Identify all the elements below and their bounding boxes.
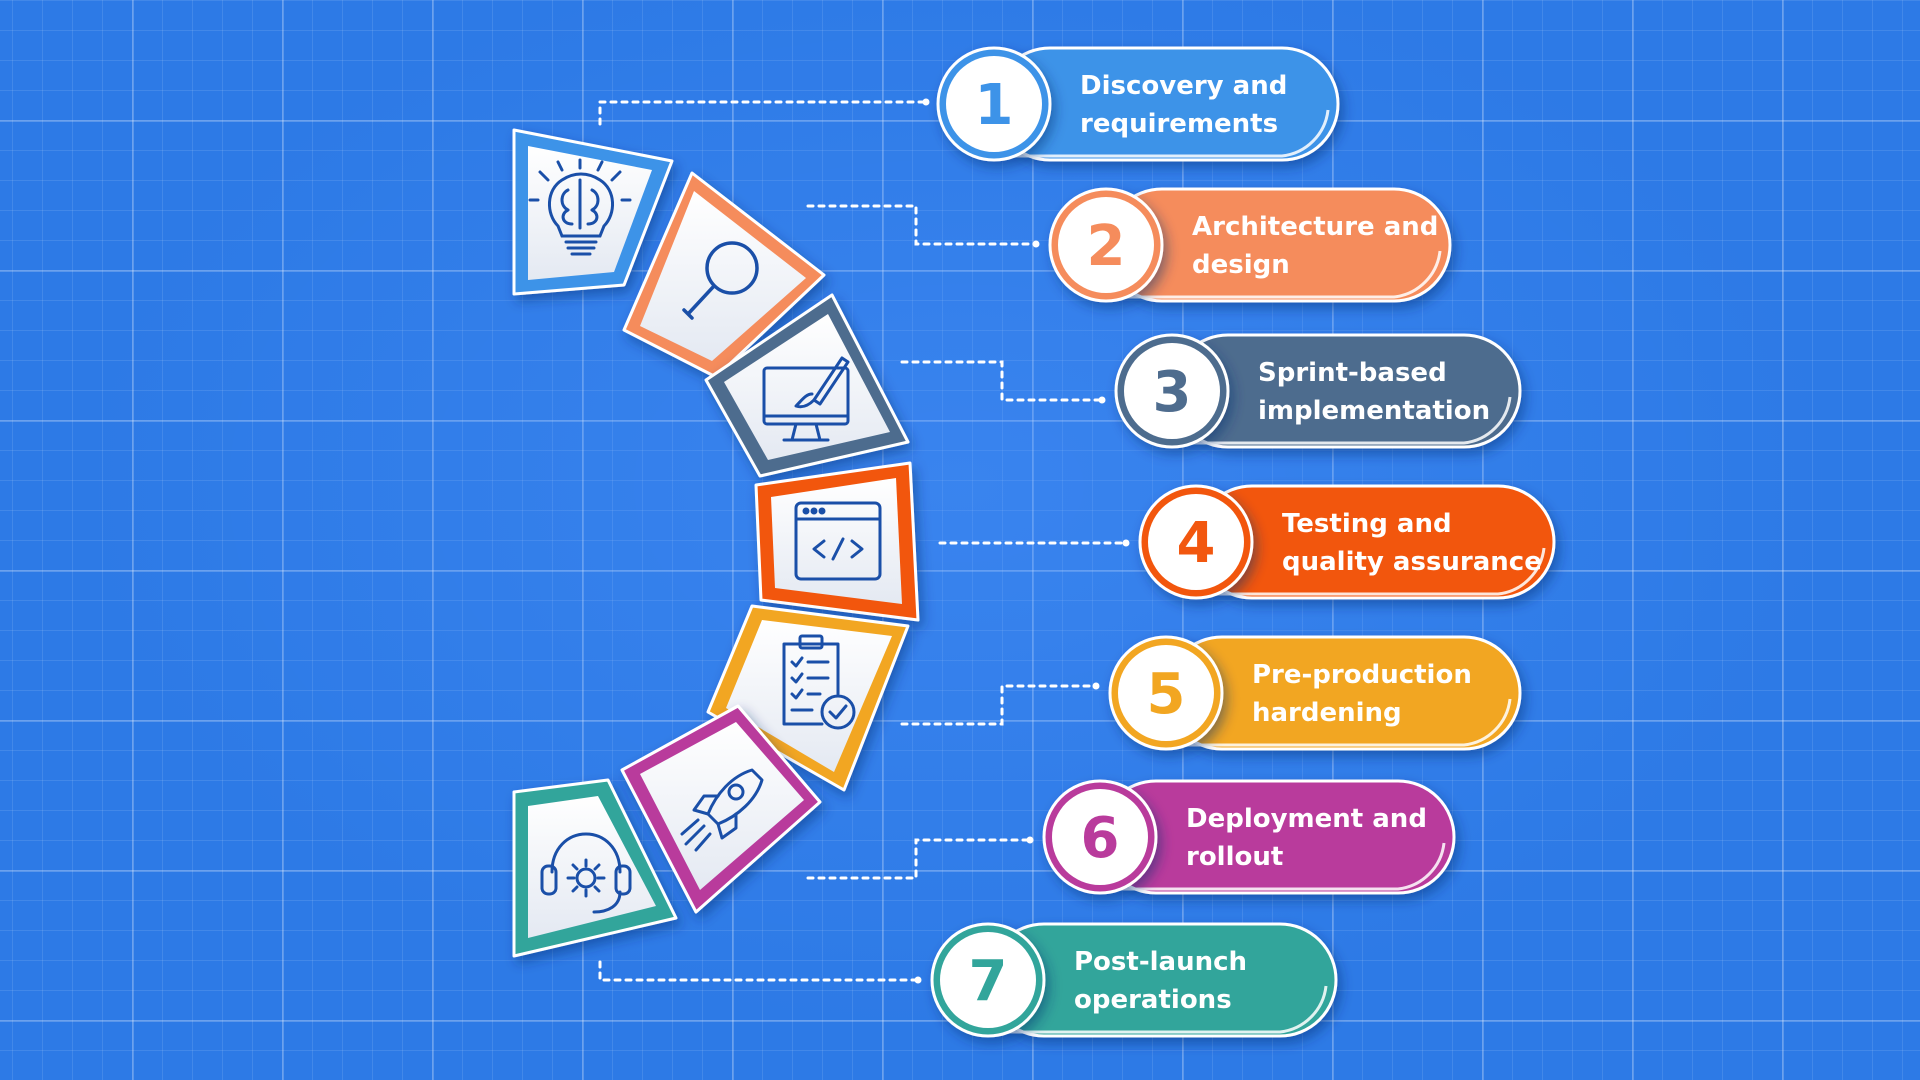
step-label-line: Pre-production: [1252, 660, 1472, 690]
connector-6: [806, 838, 1032, 880]
lightbulb-brain-icon: [528, 158, 632, 256]
pill-accent-line: [1100, 842, 1446, 891]
step-1: 1 Discovery and requirements: [936, 46, 1340, 162]
step-7: 7 Post-launch operations: [930, 922, 1338, 1038]
step-3: 3 Sprint-based implementation: [1114, 333, 1522, 449]
code-window-icon: [794, 501, 882, 581]
connector-3: [900, 360, 1104, 402]
step-4: 4 Testing and quality assurance: [1138, 484, 1556, 600]
pill-accent-line: [988, 985, 1328, 1034]
step-label-line: Post-launch: [1074, 947, 1247, 977]
headset-gear-icon: [540, 832, 632, 914]
step-number-circle: [946, 56, 1042, 152]
step-label-line: Architecture and: [1192, 212, 1438, 242]
step-label-line: Sprint-based: [1258, 358, 1447, 388]
step-label-line: requirements: [1080, 109, 1278, 139]
step-number-circle: [1058, 197, 1154, 293]
step-number-circle: [1118, 645, 1214, 741]
segment-5: [706, 604, 910, 792]
step-number: 2: [1087, 214, 1126, 279]
step-label-line: implementation: [1258, 396, 1490, 426]
step-number-circle: [1148, 494, 1244, 590]
pill-accent-line: [1172, 396, 1512, 445]
segment-1: [512, 128, 674, 296]
pill-accent-line: [1196, 547, 1546, 596]
step-number: 3: [1153, 360, 1192, 425]
step-2: 2 Architecture and design: [1048, 187, 1452, 303]
segment-4: [754, 461, 920, 622]
step-label-line: Deployment and: [1186, 804, 1427, 834]
step-number-circle: [1052, 789, 1148, 885]
step-5: 5 Pre-production hardening: [1108, 635, 1522, 751]
step-pills: 1 Discovery and requirements 2 Architecture …: [930, 46, 1556, 1038]
connector-5: [900, 684, 1098, 726]
step-label-line: quality assurance: [1282, 547, 1542, 577]
step-label-line: design: [1192, 250, 1290, 280]
monitor-brush-icon: [762, 356, 850, 442]
pill-accent-line: [1106, 250, 1442, 299]
step-6: 6 Deployment and rollout: [1042, 779, 1456, 895]
step-number: 5: [1147, 662, 1186, 727]
segment-7: [512, 778, 678, 958]
step-label-line: operations: [1074, 985, 1232, 1015]
rocket-icon: [680, 768, 764, 852]
arc-segments: [512, 128, 920, 958]
step-number: 4: [1177, 511, 1216, 576]
connector-2: [806, 204, 1038, 246]
step-number-circle: [940, 932, 1036, 1028]
step-label-line: Discovery and: [1080, 71, 1287, 101]
segment-2: [622, 171, 826, 379]
step-number: 7: [969, 949, 1008, 1014]
step-label-line: rollout: [1186, 842, 1283, 872]
magnifier-icon: [682, 241, 759, 320]
connector-7: [598, 960, 920, 982]
step-label-line: Testing and: [1282, 509, 1452, 539]
step-number: 1: [975, 73, 1014, 138]
segment-6: [620, 704, 822, 914]
step-label-line: hardening: [1252, 698, 1402, 728]
connector-lines: [598, 98, 1130, 984]
step-number-circle: [1124, 343, 1220, 439]
step-number: 6: [1081, 806, 1120, 871]
pill-accent-line: [994, 109, 1330, 158]
pill-accent-line: [1166, 698, 1512, 747]
segment-3: [704, 293, 910, 478]
connector-1: [598, 100, 928, 126]
clipboard-check-icon: [782, 634, 856, 730]
